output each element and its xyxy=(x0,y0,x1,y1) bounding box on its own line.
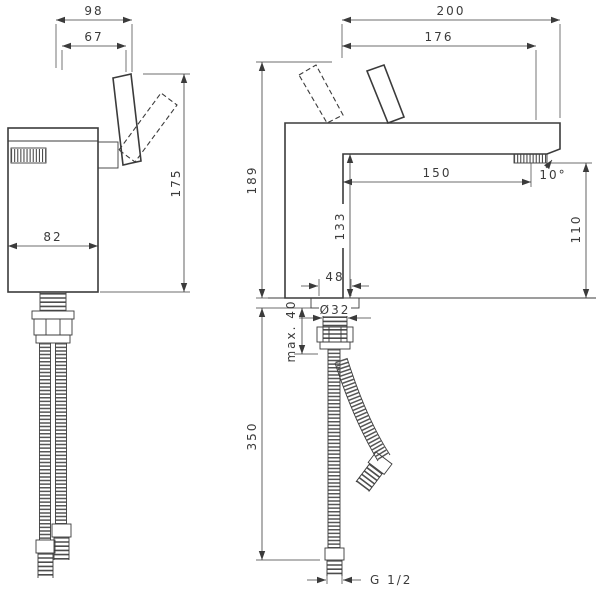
side-view: 98 67 175 82 xyxy=(7,4,190,578)
dim-150-label: 150 xyxy=(423,166,452,180)
side-hoses xyxy=(35,343,72,578)
dim-98-label: 98 xyxy=(84,4,103,18)
thread-g12-label: G 1/2 xyxy=(370,573,412,587)
max-40-label: max. 40 xyxy=(284,299,298,362)
dim-48-label: 48 xyxy=(325,270,344,284)
dim-200-label: 200 xyxy=(437,4,466,18)
side-undermount xyxy=(31,292,75,344)
front-handle xyxy=(298,63,406,125)
side-handle xyxy=(97,73,178,169)
front-dimensions: 200 176 189 133 150 10° 110 48 xyxy=(245,4,592,587)
dim-189-label: 189 xyxy=(245,166,259,195)
dim-82-label: 82 xyxy=(43,230,62,244)
dim-176-label: 176 xyxy=(425,30,454,44)
front-handle-rotated-outline xyxy=(298,64,344,124)
dim-133-label: 133 xyxy=(333,212,347,241)
front-spout-body xyxy=(284,122,561,299)
front-hoses xyxy=(324,349,393,576)
side-dimensions: 98 67 175 82 xyxy=(8,4,190,293)
dim-67-label: 67 xyxy=(84,30,103,44)
dim-350-label: 350 xyxy=(245,422,259,451)
side-body xyxy=(7,127,99,293)
side-mounting-nut xyxy=(33,318,73,336)
front-hose-2 xyxy=(335,358,390,462)
dim-110-label: 110 xyxy=(569,215,583,244)
front-hose-2-connector xyxy=(355,451,393,492)
front-view: 200 176 189 133 150 10° 110 48 xyxy=(245,4,596,587)
dia-32-label: Ø32 xyxy=(320,303,351,317)
dim-175-label: 175 xyxy=(169,169,183,198)
side-handle-rotated-outline xyxy=(118,92,178,163)
angle-10-label: 10° xyxy=(539,168,566,182)
